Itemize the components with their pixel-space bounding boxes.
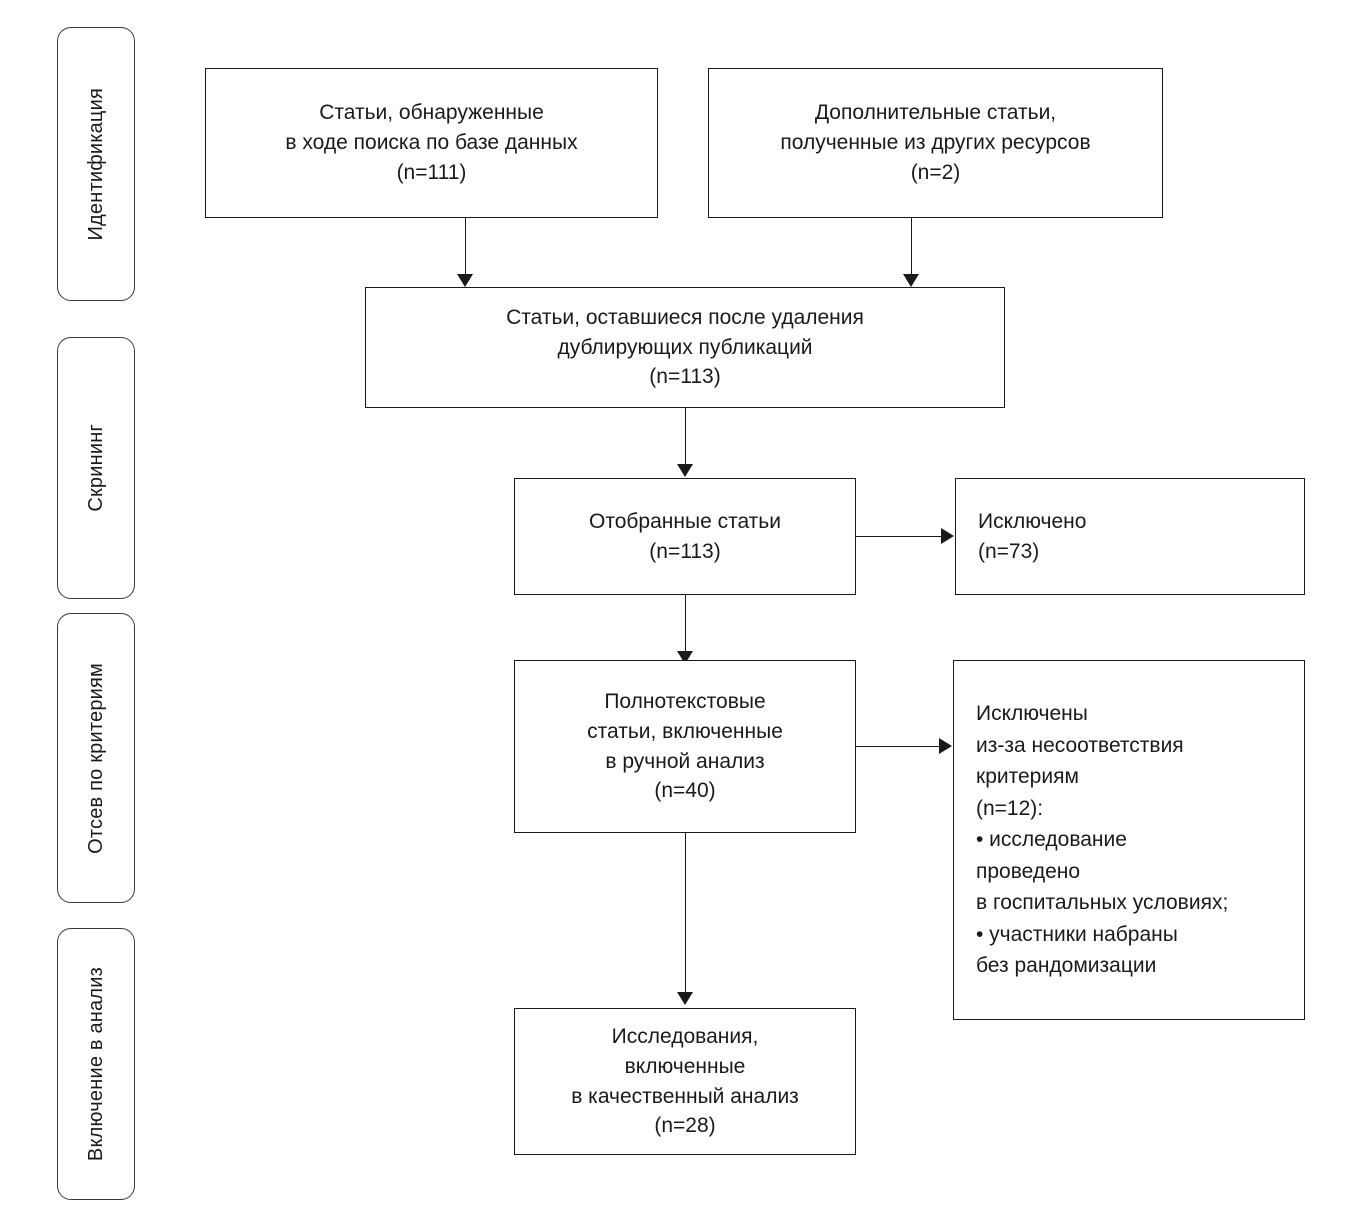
box-other-sources: Дополнительные статьи, полученные из дру… — [708, 68, 1163, 218]
box-screened: Отобранные статьи (n=113) — [514, 478, 856, 595]
connector-database-search-to-duplicates — [465, 218, 466, 276]
connector-other-sources-to-duplicates — [911, 218, 912, 276]
arrowhead-fulltext-to-qualitative — [677, 992, 693, 1005]
box-database-search-text: Статьи, обнаруженные в ходе поиска по ба… — [285, 101, 578, 184]
connector-screened-to-fulltext — [685, 595, 686, 653]
stage-pill-included: Включение в анализ — [57, 928, 135, 1200]
box-excluded-reasons: Исключены из-за несоответствия критериям… — [953, 660, 1305, 1020]
stage-pill-identification: Идентификация — [57, 27, 135, 301]
box-excluded-screening: Исключено (n=73) — [955, 478, 1305, 595]
connector-fulltext-to-excluded-reasons — [856, 746, 940, 747]
box-excluded-screening-text: Исключено (n=73) — [978, 509, 1087, 563]
box-database-search: Статьи, обнаруженные в ходе поиска по ба… — [205, 68, 658, 218]
box-full-text-assessed: Полнотекстовые статьи, включенные в ручн… — [514, 660, 856, 833]
arrowhead-duplicates-to-screened — [677, 464, 693, 477]
stage-label-eligibility: Отсев по критериям — [85, 662, 107, 854]
stage-label-identification: Идентификация — [85, 87, 107, 241]
box-qualitative-synthesis: Исследования, включенные в качественный … — [514, 1008, 856, 1155]
connector-screened-to-excluded — [856, 536, 942, 537]
stage-pill-screening: Скрининг — [57, 337, 135, 599]
stage-pill-eligibility: Отсев по критериям — [57, 613, 135, 903]
arrowhead-fulltext-to-excluded-reasons — [939, 738, 952, 754]
connector-duplicates-to-screened — [685, 408, 686, 466]
box-screened-text: Отобранные статьи (n=113) — [589, 509, 781, 563]
box-excluded-reasons-text: Исключены из-за несоответствия критериям… — [976, 702, 1229, 978]
arrowhead-screened-to-excluded — [941, 528, 954, 544]
connector-fulltext-to-qualitative — [685, 833, 686, 993]
box-full-text-assessed-text: Полнотекстовые статьи, включенные в ручн… — [587, 689, 783, 803]
stage-label-included: Включение в анализ — [85, 966, 107, 1162]
box-after-duplicates: Статьи, оставшиеся после удаления дублир… — [365, 287, 1005, 408]
box-qualitative-synthesis-text: Исследования, включенные в качественный … — [571, 1024, 799, 1138]
box-other-sources-text: Дополнительные статьи, полученные из дру… — [780, 101, 1091, 184]
arrowhead-other-sources-to-duplicates — [903, 274, 919, 287]
arrowhead-database-search-to-duplicates — [457, 274, 473, 287]
box-after-duplicates-text: Статьи, оставшиеся после удаления дублир… — [506, 305, 864, 389]
stage-label-screening: Скрининг — [85, 424, 107, 512]
